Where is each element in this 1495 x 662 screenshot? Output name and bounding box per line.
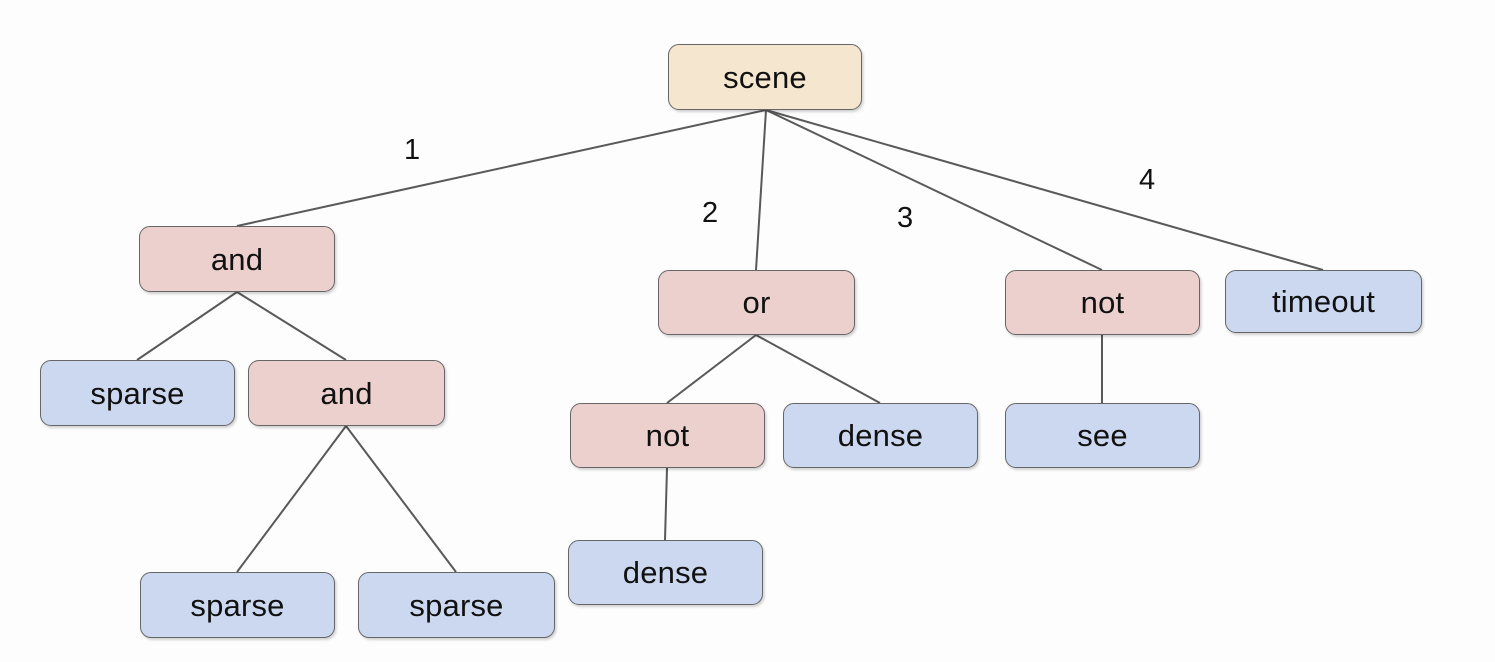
tree-node-and2[interactable]: and bbox=[248, 360, 445, 426]
tree-node-label: sparse bbox=[190, 587, 285, 623]
tree-node-or1[interactable]: or bbox=[658, 270, 855, 335]
tree-node-label: dense bbox=[837, 418, 924, 453]
tree-edge-and2-to-sparse3 bbox=[345, 425, 457, 573]
tree-node-dense2[interactable]: dense bbox=[568, 540, 763, 605]
tree-node-see1[interactable]: see bbox=[1005, 403, 1200, 468]
tree-node-label: timeout bbox=[1271, 284, 1376, 319]
tree-edge-scene-to-and1 bbox=[236, 109, 767, 227]
edge-label-3: 3 bbox=[897, 202, 914, 234]
tree-node-sparse1[interactable]: sparse bbox=[40, 360, 235, 426]
tree-edge-not1-to-dense2 bbox=[664, 467, 668, 541]
tree-node-label: and bbox=[320, 375, 373, 411]
tree-node-timeout1[interactable]: timeout bbox=[1225, 270, 1422, 333]
edge-label-2: 2 bbox=[702, 197, 719, 229]
tree-node-and1[interactable]: and bbox=[139, 226, 335, 292]
tree-node-label: not bbox=[645, 418, 690, 453]
edge-label-4: 4 bbox=[1139, 164, 1156, 196]
tree-node-not1[interactable]: not bbox=[570, 403, 765, 468]
tree-node-label: not bbox=[1080, 285, 1125, 320]
tree-edge-scene-to-or1 bbox=[755, 109, 767, 271]
tree-node-label: see bbox=[1077, 418, 1128, 453]
tree-edge-and1-to-and2 bbox=[236, 291, 347, 361]
tree-edge-scene-to-timeout1 bbox=[765, 109, 1324, 271]
tree-node-label: and bbox=[210, 241, 264, 277]
tree-edge-or1-to-dense1 bbox=[755, 334, 881, 404]
edge-label-1: 1 bbox=[404, 134, 421, 166]
tree-edge-and2-to-sparse2 bbox=[236, 425, 347, 573]
tree-node-label: sparse bbox=[90, 375, 185, 411]
tree-node-label: scene bbox=[723, 59, 807, 95]
tree-node-sparse2[interactable]: sparse bbox=[140, 572, 335, 638]
tree-node-label: sparse bbox=[409, 587, 504, 623]
tree-node-label: or bbox=[742, 285, 771, 320]
tree-edge-and1-to-sparse1 bbox=[136, 291, 238, 361]
tree-node-not2[interactable]: not bbox=[1005, 270, 1200, 335]
tree-edge-scene-to-not2 bbox=[765, 109, 1103, 271]
tree-node-sparse3[interactable]: sparse bbox=[358, 572, 555, 638]
tree-node-label: dense bbox=[622, 555, 709, 590]
tree-edge-or1-to-not1 bbox=[666, 334, 757, 404]
tree-node-scene[interactable]: scene bbox=[668, 44, 862, 110]
tree-node-dense1[interactable]: dense bbox=[783, 403, 978, 468]
